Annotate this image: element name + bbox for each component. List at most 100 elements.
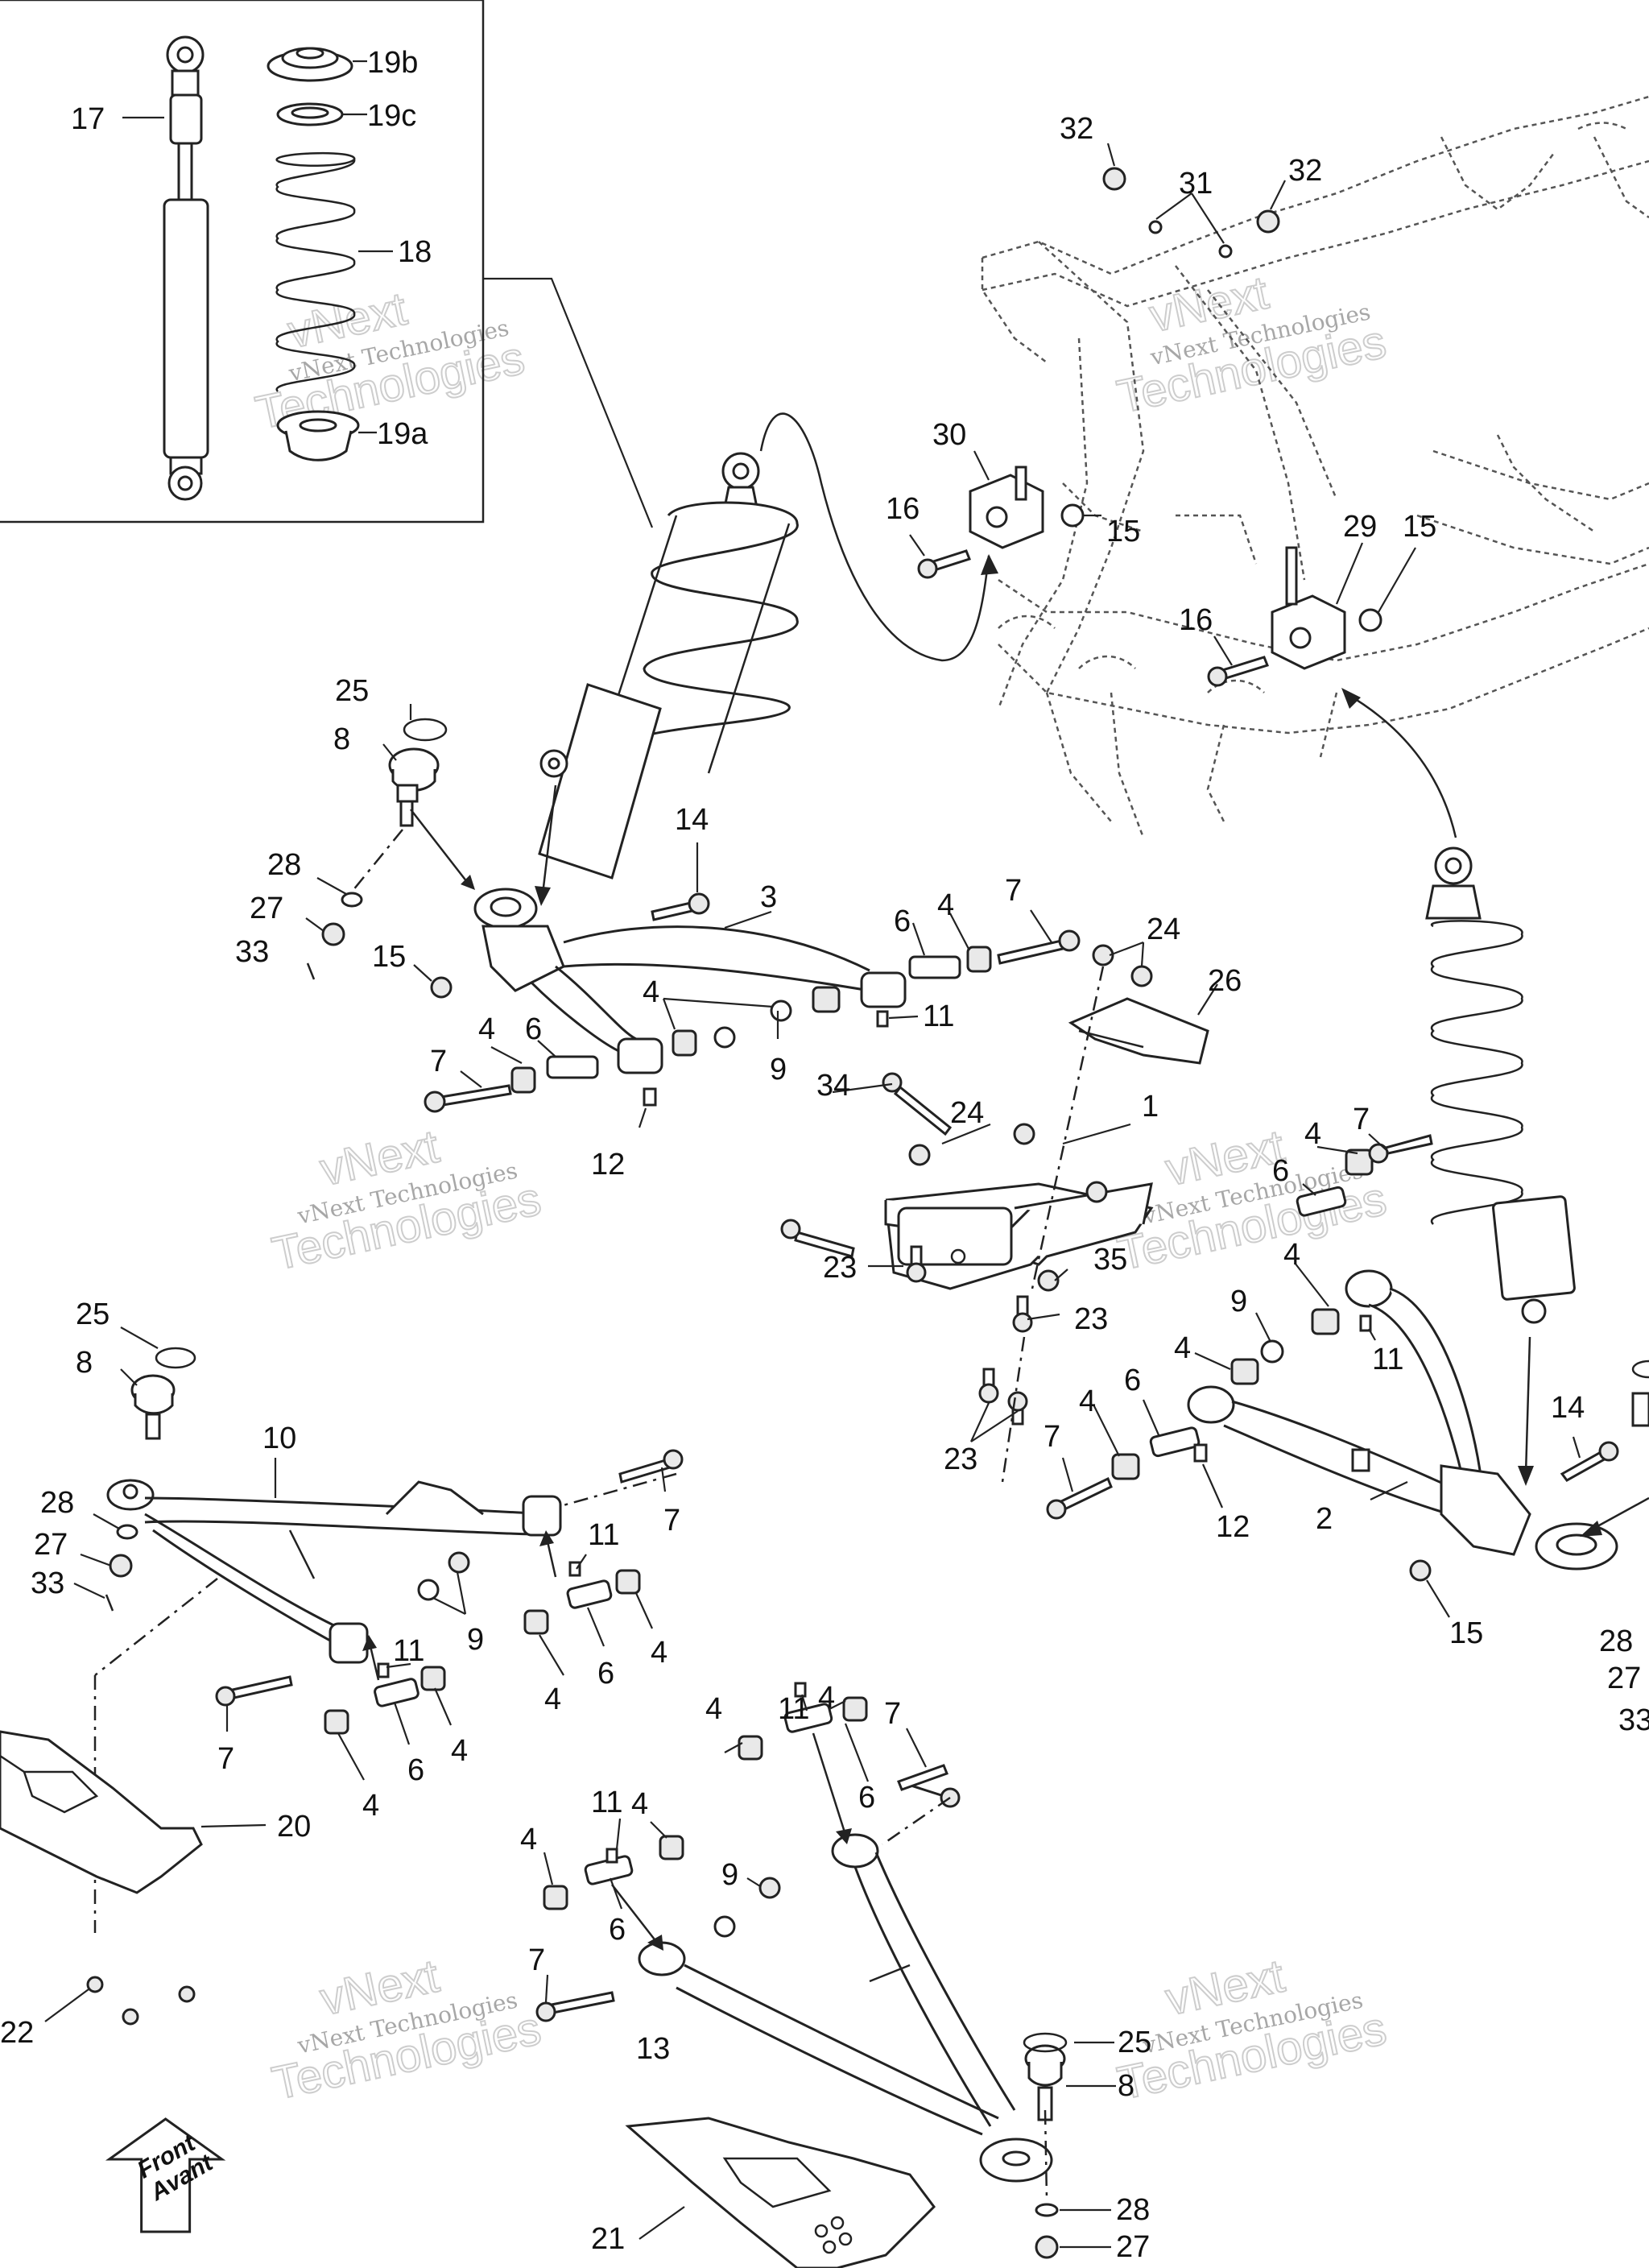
callout-27: 27	[1607, 1662, 1641, 1695]
callout-2: 2	[1316, 1502, 1333, 1536]
washer-9	[417, 1579, 440, 1601]
arm-13-arrow	[812, 1732, 847, 1836]
bearing-4	[615, 1569, 641, 1595]
watermark-group: vNext vNext Technologies Technologies	[1113, 1949, 1392, 2111]
shock-assembly-right	[1425, 846, 1576, 1324]
washer-31	[1148, 220, 1163, 234]
bearing-4	[738, 1735, 763, 1761]
skid-plate-20	[0, 1730, 203, 1894]
centerline	[560, 1472, 677, 1508]
circlip-25	[155, 1347, 196, 1369]
arrowhead	[836, 1828, 852, 1844]
nut-24	[1092, 944, 1114, 966]
ball-joint-arrow	[410, 809, 468, 883]
callout-20: 20	[277, 1810, 311, 1844]
arm-13-arrow	[611, 1884, 658, 1943]
callout-15: 15	[1403, 510, 1436, 544]
callout-21: 21	[591, 2222, 625, 2256]
callout-4: 4	[1174, 1331, 1191, 1365]
shock-bracket-30	[969, 466, 1044, 549]
bolt-23	[1012, 1295, 1033, 1333]
grease-fitting-11	[876, 1010, 889, 1028]
grease-fitting-12	[1193, 1443, 1208, 1463]
callout-14: 14	[1551, 1391, 1585, 1425]
callout-28: 28	[1116, 2193, 1150, 2227]
callout-11: 11	[1372, 1343, 1403, 1376]
skid-plate-21	[625, 2117, 936, 2268]
washer-28	[341, 892, 363, 908]
nut-32	[1256, 209, 1280, 234]
callout-27: 27	[250, 892, 283, 925]
washer-31	[1218, 244, 1233, 259]
watermark-group: vNext vNext Technologies Technologies	[1112, 266, 1391, 424]
callout-4: 4	[1283, 1238, 1300, 1272]
callout-19c: 19c	[367, 99, 416, 133]
callout-19a: 19a	[377, 417, 428, 451]
callout-33: 33	[1618, 1703, 1649, 1737]
inset-connector-line	[483, 277, 654, 528]
callout-32: 32	[1288, 154, 1322, 188]
callout-4: 4	[643, 975, 659, 1009]
upper-a-arm-3	[473, 888, 907, 1074]
right-shock-arrow-line	[1524, 1336, 1531, 1475]
callout-6: 6	[894, 904, 911, 938]
lower-a-arm-10	[106, 1479, 562, 1664]
callout-4: 4	[937, 888, 954, 922]
bearing-4	[510, 1066, 536, 1094]
watermark-group: vNext vNext Technologies Technologies	[250, 282, 530, 441]
callout-6: 6	[1272, 1154, 1289, 1188]
shock-detail-inset: 17 19b 19c 18 19a	[0, 0, 485, 524]
bearing-4	[1311, 1308, 1340, 1335]
callout-4: 4	[544, 1682, 561, 1716]
callout-8: 8	[333, 722, 350, 756]
bolt-22	[122, 2008, 139, 2026]
arrowhead	[1518, 1466, 1534, 1486]
bearing-4	[659, 1835, 684, 1860]
centerline	[94, 1578, 218, 1676]
bolt-23	[978, 1368, 999, 1404]
callout-3: 3	[760, 880, 777, 914]
centerline	[352, 829, 403, 892]
callout-33: 33	[31, 1566, 64, 1600]
bolt-7	[215, 1675, 293, 1707]
bolt-7	[1368, 1134, 1433, 1164]
centerline	[1031, 966, 1105, 1289]
circlip-partial	[1631, 1360, 1649, 1379]
grease-fitting-11	[568, 1561, 581, 1577]
bolt-16	[917, 549, 971, 579]
callout-31: 31	[1179, 167, 1213, 201]
bolt-7	[997, 929, 1081, 965]
bearing-4	[1111, 1453, 1140, 1480]
bushing-6	[908, 955, 961, 979]
bearing-4	[324, 1709, 349, 1735]
bearing-4	[812, 986, 841, 1013]
circlip-25	[1023, 2032, 1068, 2053]
nut-15	[430, 976, 453, 999]
callout-24: 24	[1147, 913, 1180, 946]
washer-28	[1035, 2203, 1059, 2217]
callout-7: 7	[1044, 1420, 1060, 1454]
ball-joint-arrow	[1589, 1496, 1649, 1532]
callout-6: 6	[609, 1913, 626, 1947]
arrowhead	[1580, 1521, 1602, 1537]
nut-27	[109, 1554, 133, 1578]
callout-11: 11	[591, 1786, 622, 1819]
plate-26	[1068, 997, 1209, 1065]
callout-11: 11	[588, 1518, 619, 1552]
callout-11: 11	[393, 1634, 424, 1668]
shock-to-bracket-line	[759, 412, 990, 662]
callout-4: 4	[818, 1681, 835, 1715]
callout-4: 4	[1079, 1384, 1096, 1418]
arrowhead	[1341, 688, 1361, 709]
nut-32	[1102, 167, 1126, 191]
arrowhead	[461, 875, 475, 890]
callout-4: 4	[362, 1789, 379, 1823]
callout-28: 28	[40, 1486, 74, 1520]
callout-33: 33	[235, 935, 269, 969]
bolt-7	[897, 1764, 948, 1791]
callout-9: 9	[467, 1623, 484, 1657]
bolt-22	[86, 1976, 104, 1993]
callout-9: 9	[1230, 1285, 1247, 1318]
callout-9: 9	[721, 1858, 738, 1892]
callout-22: 22	[0, 2016, 34, 2050]
